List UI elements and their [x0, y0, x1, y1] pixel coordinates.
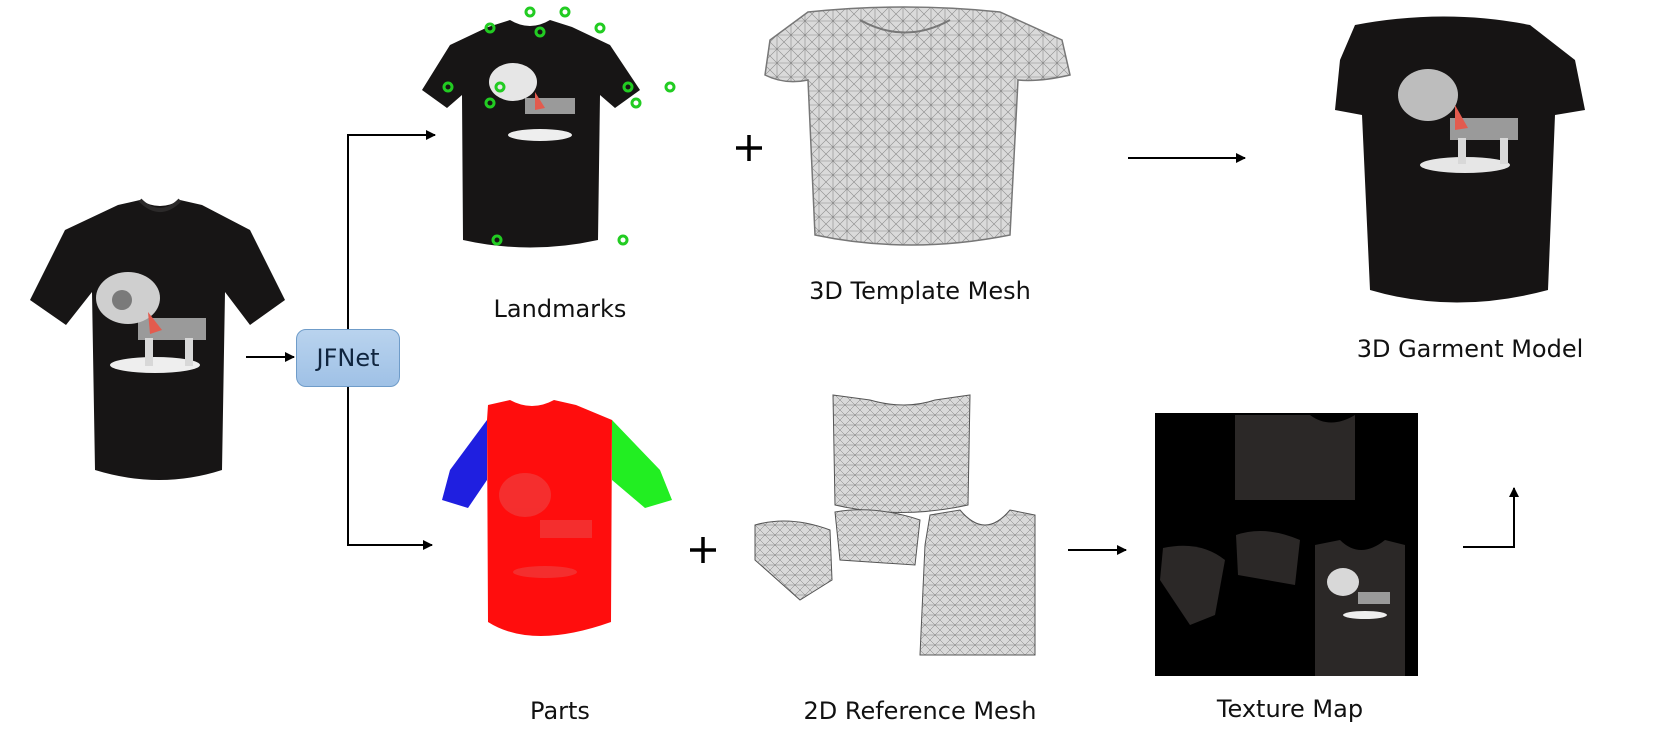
template-mesh-3d: [764, 6, 1071, 246]
arrow-texture-up: [1463, 487, 1519, 548]
reference-mesh-2d: [754, 394, 1036, 656]
garment-model-3d: [1335, 16, 1585, 303]
label-garment-model: 3D Garment Model: [1356, 335, 1584, 363]
plus-operator-bottom: [690, 537, 716, 563]
input-tshirt-image: [30, 198, 285, 480]
texture-map-image: [1155, 413, 1418, 676]
dog-graphic: [96, 272, 206, 373]
label-landmarks: Landmarks: [493, 295, 627, 323]
label-texture-map: Texture Map: [1216, 695, 1364, 723]
arrows: [246, 130, 1519, 555]
label-reference-mesh: 2D Reference Mesh: [803, 697, 1037, 725]
parts-tshirt-image: [442, 400, 672, 636]
plus-operator-top: [736, 135, 762, 161]
landmarks-tshirt-image: [422, 6, 676, 248]
parts-dog-graphic: [499, 473, 592, 578]
jfnet-box: JFNet: [296, 329, 400, 387]
label-template-mesh: 3D Template Mesh: [809, 277, 1031, 305]
arrow-jfnet-to-landmarks: [347, 130, 436, 329]
label-parts: Parts: [530, 697, 590, 725]
arrow-jfnet-to-parts: [347, 387, 433, 550]
landmark-points: [442, 6, 676, 246]
garment-dog-graphic: [1398, 69, 1518, 173]
jfnet-label: JFNet: [316, 344, 380, 372]
